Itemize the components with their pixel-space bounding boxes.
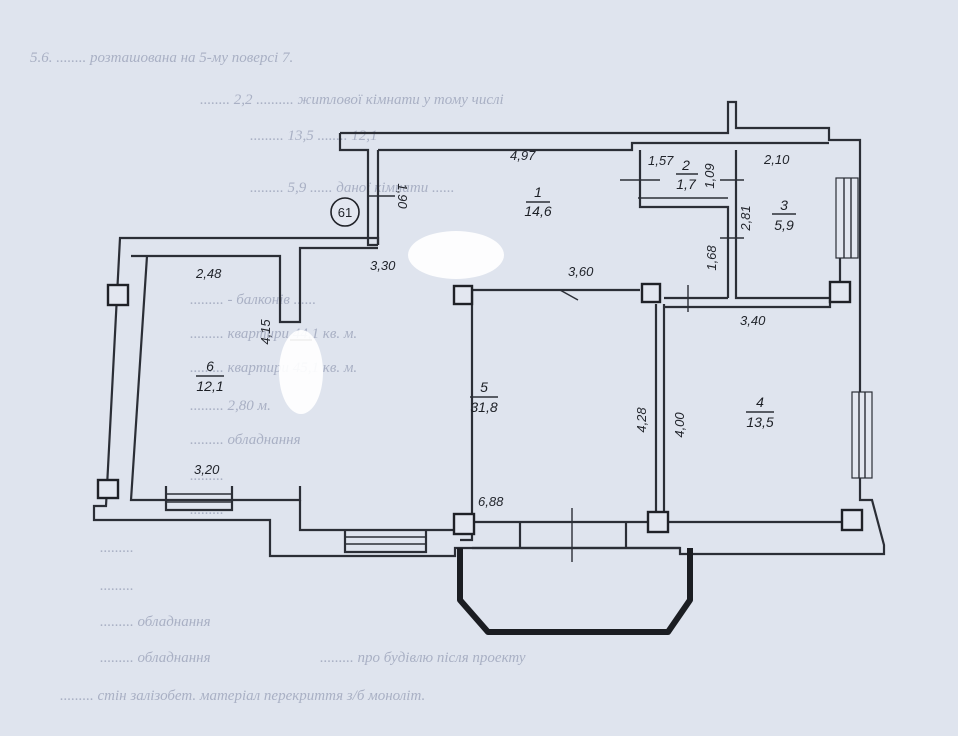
dim-2-48: 2,48: [195, 266, 222, 281]
dim-3-40: 3,40: [740, 313, 766, 328]
dim-1-90: 1,90: [395, 183, 410, 209]
column: [646, 510, 670, 534]
bg-line-14: ......... обладнання: [100, 614, 211, 630]
column: [828, 280, 852, 304]
room-area: 12,1: [196, 378, 223, 394]
bg-line-3: ......... 13,5 ........ 12,1: [250, 128, 378, 144]
room-2-label: 2 1,7: [676, 157, 698, 192]
room-number: 4: [756, 394, 764, 410]
room-number: 5: [480, 379, 488, 395]
columns: [96, 280, 864, 536]
room-3-label: 3 5,9: [772, 197, 796, 233]
dim-1-57: 1,57: [648, 153, 674, 168]
bg-line-13: .........: [100, 578, 134, 594]
bg-line-7: ......... квартири 45,1 кв. м.: [190, 360, 357, 376]
dimension-labels: 4,97 1,90 3,30 1,57 1,09 2,10 2,81 1,68 …: [194, 148, 790, 509]
dimension-ticks: [290, 179, 744, 562]
redaction-marks: [279, 231, 504, 414]
bg-line-12: .........: [100, 540, 134, 556]
room-labels: 1 14,6 2 1,7 3 5,9 4 13,5 5 31,8 6 12,1: [196, 157, 796, 430]
window-room-4: [851, 391, 873, 479]
room-area: 5,9: [774, 217, 794, 233]
column: [840, 508, 864, 532]
balcony: [457, 548, 693, 635]
room-area: 31,8: [470, 399, 497, 415]
bg-line-5: ......... - балконів ......: [190, 292, 316, 308]
room-area: 13,5: [746, 414, 773, 430]
dim-1-68: 1,68: [704, 245, 719, 271]
column: [640, 282, 662, 304]
dim-4-00: 4,00: [672, 412, 687, 438]
bg-line-9: ......... обладнання: [190, 432, 301, 448]
bg-line-1: 5.6. ........ розташована на 5-му поверс…: [30, 50, 293, 66]
dim-3-60: 3,60: [568, 264, 594, 279]
dim-2-10: 2,10: [763, 152, 790, 167]
background-text: 5.6. ........ розташована на 5-му поверс…: [30, 50, 526, 704]
marker-label: 61: [338, 205, 352, 220]
bg-line-8: ......... 2,80 м.: [190, 398, 271, 414]
column: [452, 512, 476, 536]
room-number: 3: [780, 197, 788, 213]
room-5-label: 5 31,8: [470, 379, 498, 415]
dim-1-09: 1,09: [702, 163, 717, 188]
room-number: 6: [206, 358, 214, 374]
bg-line-10: .........: [190, 468, 224, 484]
room-4-label: 4 13,5: [746, 394, 774, 430]
column: [106, 283, 130, 307]
bg-line-17: ......... стін залізобет. матеріал перек…: [60, 688, 425, 704]
bg-line-15: ......... обладнання: [100, 650, 211, 666]
dim-2-81: 2,81: [738, 205, 753, 231]
windows: [835, 177, 873, 479]
column: [96, 478, 120, 500]
dim-3-20: 3,20: [194, 462, 220, 477]
room-area: 1,7: [676, 176, 697, 192]
bg-line-4: ......... 5,9 ...... даної кімнати .....…: [250, 180, 454, 196]
bg-line-16: ......... про будівлю після проекту: [320, 650, 526, 666]
room-area: 14,6: [524, 203, 551, 219]
dim-4-97: 4,97: [510, 148, 536, 163]
room-number: 2: [681, 157, 690, 173]
dim-4-15: 4,15: [258, 319, 273, 345]
bg-line-6: ......... квартири 44,1 кв. м.: [190, 326, 357, 342]
column: [452, 284, 474, 306]
dim-6-88: 6,88: [478, 494, 504, 509]
room-number: 1: [534, 184, 542, 200]
window-room-3: [835, 177, 859, 259]
bg-line-2: ........ 2,2 .......... житлової кімнати…: [200, 92, 504, 108]
dim-4-28: 4,28: [634, 407, 649, 433]
marker-61: 61: [330, 197, 360, 227]
room-6-label: 6 12,1: [196, 358, 224, 394]
dim-3-30: 3,30: [370, 258, 396, 273]
outer-walls: [92, 100, 886, 558]
room-1-label: 1 14,6: [524, 184, 551, 219]
